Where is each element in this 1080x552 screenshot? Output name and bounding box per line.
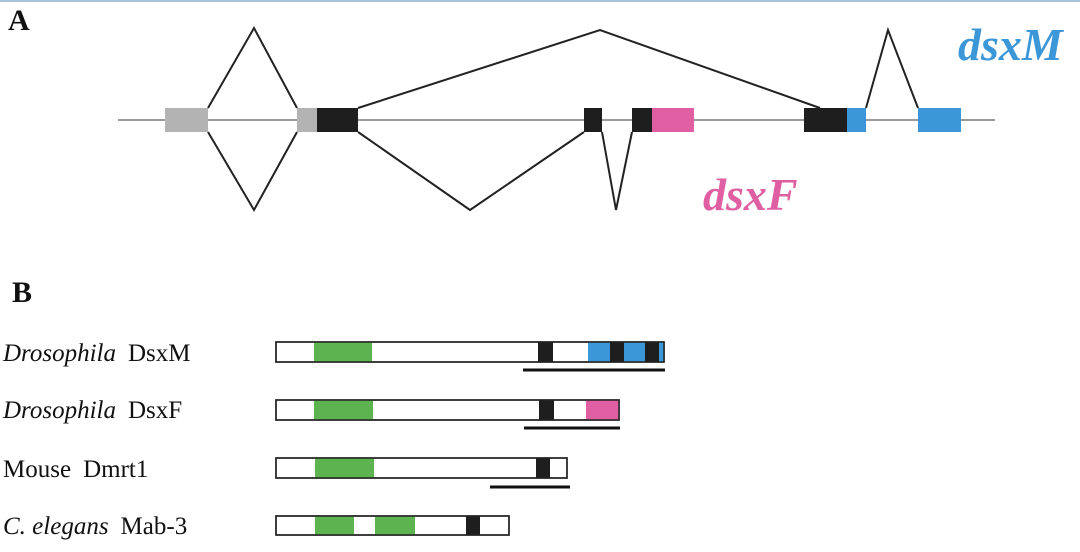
dm-domain: [315, 458, 374, 478]
protein-row-dsxm: Drosophila DsxM: [2, 340, 665, 372]
protein-label: Drosophila DsxF: [2, 397, 182, 424]
species-name: C. elegans: [3, 513, 109, 540]
species-name: Mouse: [3, 456, 71, 483]
protein-label: C. elegans Mab-3: [3, 513, 187, 540]
splice-exon7-exon8-male: [865, 26, 919, 109]
oligomerization-domain: [538, 342, 553, 362]
species-name: Drosophila: [2, 397, 116, 424]
dm-domain: [314, 342, 372, 362]
male-specific-segment: [645, 342, 659, 362]
female-specific-segment: [586, 400, 619, 420]
protein-name: Mab-3: [121, 513, 188, 540]
splice-exon4-exon5-female: [601, 131, 633, 211]
splice-exon3-exon4-female: [357, 131, 585, 212]
protein-label: Mouse Dmrt1: [3, 456, 148, 483]
panel-a-letter: A: [8, 4, 30, 37]
protein-bar-outline: [275, 515, 510, 536]
exon-4-female-specific: [652, 108, 694, 132]
protein-name: Dmrt1: [83, 456, 148, 483]
protein-bar-outline: [275, 457, 568, 479]
male-specific-segment: [610, 342, 624, 362]
splice-exon1-exon2-above: [207, 25, 298, 109]
species-name: Drosophila: [2, 340, 116, 367]
protein-bar-outline: [275, 399, 620, 421]
protein-name: DsxM: [128, 340, 191, 367]
oligomerization-domain: [466, 516, 480, 535]
splice-exon3-exon7-male: [357, 28, 821, 109]
protein-row-dmrt1: Mouse Dmrt1: [3, 456, 570, 489]
oligomerization-domain: [536, 458, 550, 478]
exon-1-utr: [165, 108, 208, 132]
protein-name: DsxF: [128, 397, 182, 424]
dsxm-isoform-label: dsxM: [958, 19, 1065, 70]
protein-label: Drosophila DsxM: [2, 340, 191, 367]
exon-2-coding: [317, 108, 358, 132]
exon-5-coding: [804, 108, 847, 132]
exon-3-coding: [584, 108, 602, 132]
exon-6-male-specific: [918, 108, 961, 132]
dsxf-isoform-label: dsxF: [703, 169, 798, 220]
dm-domain: [314, 400, 373, 420]
oligomerization-domain: [539, 400, 554, 420]
exon-4-coding: [632, 108, 652, 132]
protein-row-dsxf: Drosophila DsxF: [2, 397, 620, 430]
male-specific-segment: [659, 342, 664, 362]
dm-domain: [315, 516, 354, 535]
dm-domain: [375, 516, 415, 535]
exon-5-male-specific: [847, 108, 866, 132]
splice-connectors: [207, 25, 919, 213]
protein-row-mab3: C. elegans Mab-3: [3, 513, 510, 540]
panel-b-letter: B: [12, 276, 32, 309]
male-specific-segment: [588, 342, 610, 362]
exon-2-utr: [297, 108, 317, 132]
protein-bar-outline: [275, 341, 665, 363]
splice-exon1-exon2-below: [207, 131, 298, 213]
panel-a: A dsxM dsxF: [8, 4, 1065, 220]
male-specific-segment: [624, 342, 645, 362]
